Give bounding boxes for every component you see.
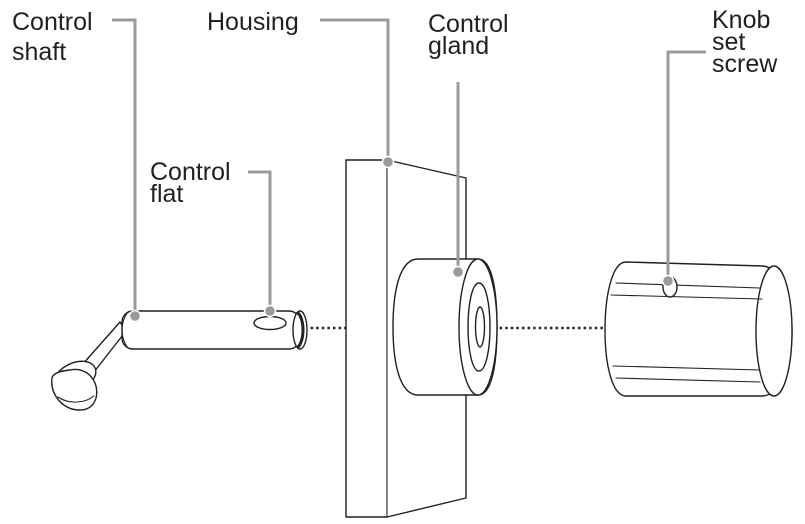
leader-housing <box>320 18 390 162</box>
label-line: set <box>712 28 746 56</box>
leader-knob-set-screw <box>666 50 706 281</box>
control-flat-face <box>253 315 287 331</box>
label-line: Housing <box>207 8 299 36</box>
leader-lines <box>112 18 706 323</box>
label-knob-set-screw: Knob set screw <box>712 6 778 78</box>
label-line: Knob <box>712 6 771 34</box>
label-line: gland <box>428 32 490 60</box>
label-line: screw <box>712 50 778 78</box>
control-shaft <box>51 310 308 411</box>
label-line: flat <box>150 180 184 208</box>
label-line: Control <box>12 8 93 36</box>
label-housing: Housing <box>207 8 299 36</box>
label-control-flat: Control flat <box>150 158 231 208</box>
label-control-gland: Control gland <box>428 10 509 60</box>
label-line: Control <box>428 10 509 38</box>
label-control-shaft: Control shaft <box>12 8 93 66</box>
leader-control-flat <box>248 170 272 311</box>
label-line: shaft <box>12 38 67 66</box>
label-line: Control <box>150 158 231 186</box>
knob <box>604 261 793 397</box>
leader-control-shaft <box>112 18 137 316</box>
control-gland <box>392 258 498 396</box>
